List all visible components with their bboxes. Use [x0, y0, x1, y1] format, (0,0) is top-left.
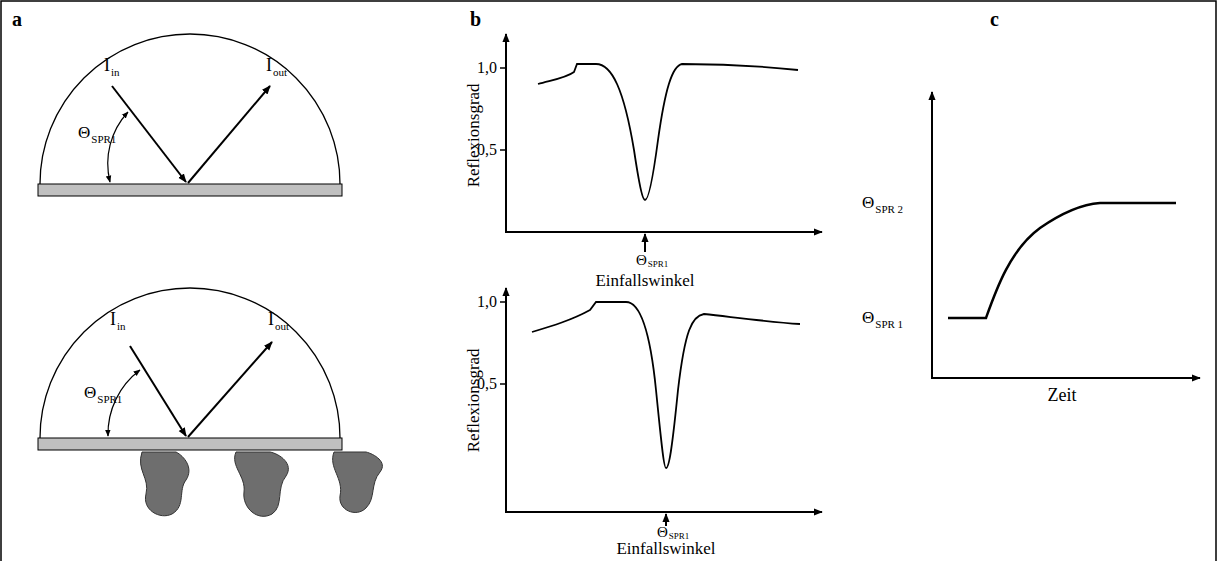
angle-label: Θ	[78, 124, 90, 143]
subscript: SPR 1	[875, 318, 903, 330]
angle-label: Θ	[636, 252, 647, 269]
intensity-label: I	[110, 310, 116, 330]
intensity-label: I	[104, 56, 110, 76]
subscript: in	[111, 66, 120, 78]
axis-title: Einfallswinkel	[595, 272, 694, 291]
subscript: SPR1	[648, 260, 669, 270]
panel-letter: c	[990, 8, 999, 30]
subscript: SPR1	[97, 393, 122, 405]
axis-title: Einfallswinkel	[616, 540, 715, 559]
reflectance-plot-bottom	[500, 288, 822, 526]
axis-title: Reflexionsgrad	[465, 348, 484, 452]
subscript: out	[273, 66, 287, 78]
panel-letter: a	[12, 8, 22, 30]
angle-label: Θ	[862, 194, 874, 213]
prism-bottom	[38, 288, 382, 516]
subscript: SPR 2	[875, 203, 903, 215]
angle-label: Θ	[84, 384, 96, 403]
angle-label: Θ	[657, 524, 668, 541]
subscript: out	[275, 320, 289, 332]
subscript: in	[117, 320, 126, 332]
tick-label: 1,0	[477, 59, 497, 77]
time-plot	[931, 92, 1200, 378]
intensity-label: I	[266, 56, 272, 76]
angle-label: Θ	[862, 309, 874, 328]
intensity-label: I	[268, 310, 274, 330]
prism-top	[38, 34, 342, 196]
tick-label: 1,0	[477, 293, 497, 311]
axis-title: Zeit	[1048, 386, 1077, 406]
reflectance-plot-top	[500, 34, 822, 252]
panel-letter: b	[470, 8, 481, 30]
axis-title: Reflexionsgrad	[465, 83, 484, 187]
subscript: SPR1	[91, 133, 116, 145]
